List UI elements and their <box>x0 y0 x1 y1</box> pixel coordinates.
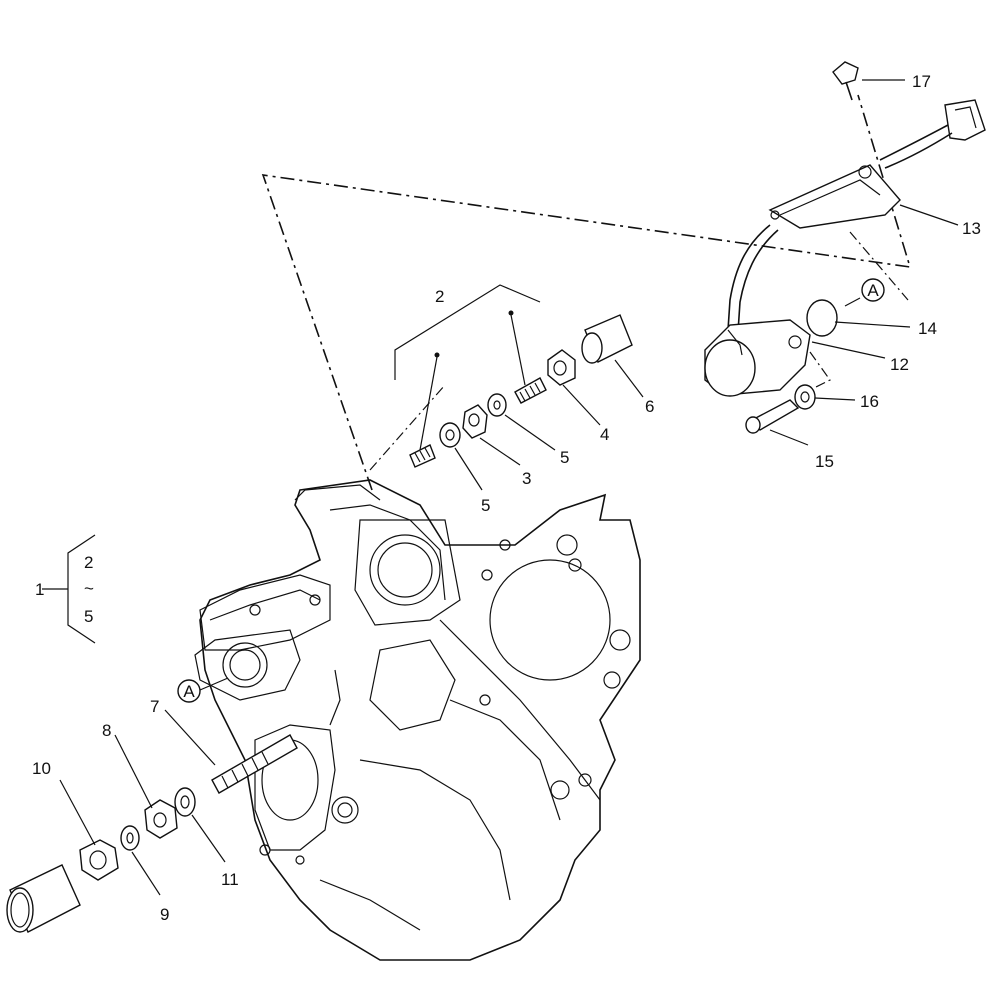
callout-7: 7 <box>150 697 159 716</box>
reference-a-top: A <box>861 278 885 302</box>
callout-6: 6 <box>645 397 654 416</box>
reference-label-a-top: A <box>867 281 879 300</box>
group-range-to: 5 <box>84 607 93 626</box>
reference-a-bottom: A <box>177 679 201 703</box>
callout-1: 1 <box>35 580 44 599</box>
callout-17: 17 <box>912 72 931 91</box>
group-range-from: 2 <box>84 553 93 572</box>
sensor-assembly <box>704 61 986 434</box>
callout-16: 16 <box>860 392 879 411</box>
callout-13: 13 <box>962 219 981 238</box>
group-range-sep: ~ <box>84 579 94 598</box>
reference-label-a-bottom: A <box>183 682 195 701</box>
upper-parts-stack <box>409 310 633 468</box>
callout-8: 8 <box>102 721 111 740</box>
callout-12: 12 <box>890 355 909 374</box>
callout-15: 15 <box>815 452 834 471</box>
callout-2: 2 <box>435 287 444 306</box>
callout-5-lower: 5 <box>481 496 490 515</box>
callout-3: 3 <box>522 469 531 488</box>
callout-9: 9 <box>160 905 169 924</box>
lower-parts-stack <box>6 734 298 933</box>
callout-10: 10 <box>32 759 51 778</box>
callout-14: 14 <box>918 319 937 338</box>
callout-4: 4 <box>600 425 609 444</box>
engine-block-housing <box>194 479 641 961</box>
leader-lines <box>42 79 959 896</box>
callout-5-upper: 5 <box>560 448 569 467</box>
callout-labels: 1 2 ~ 5 2 3 4 5 5 6 7 8 9 10 11 12 13 14… <box>32 72 981 924</box>
callout-11: 11 <box>221 870 239 889</box>
